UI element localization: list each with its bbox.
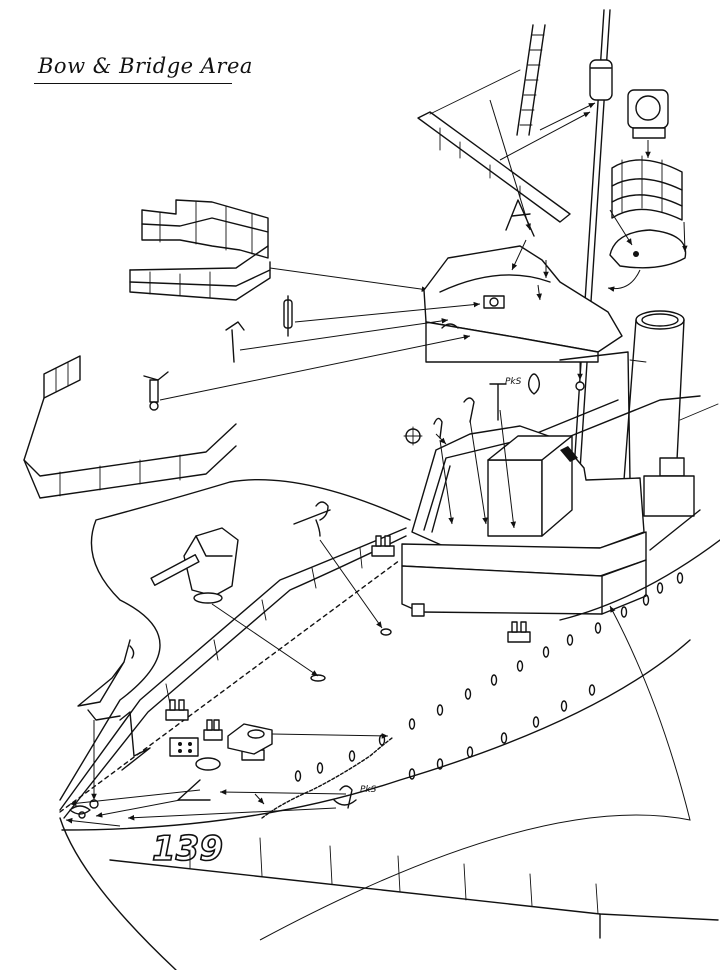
- lower-bridge-screen-exploded: [24, 356, 236, 498]
- voice-pipe-icon: [434, 418, 442, 438]
- aft-superstructure: [520, 352, 718, 550]
- diagram-title: Bow & Bridge Area: [38, 54, 253, 78]
- portholes: [296, 573, 683, 781]
- bow-arrows: [66, 790, 200, 826]
- hull-number: 139: [152, 829, 223, 869]
- funnel: [624, 311, 684, 480]
- forecastle-deck: [60, 480, 410, 818]
- bridge-windscreen-exploded: [130, 200, 428, 300]
- mast-ladder: [517, 25, 545, 135]
- binnacle-icon: [284, 296, 480, 336]
- title-underline: [34, 83, 232, 84]
- searchlight-platform: [608, 156, 688, 292]
- pelorus-icon: [144, 334, 470, 410]
- anchor-icon: PkS: [128, 785, 377, 821]
- pks-label-lower: PkS: [360, 785, 377, 795]
- pks-label-upper: PkS: [505, 377, 522, 387]
- upper-bridge-deck: [424, 200, 622, 390]
- anchor-chain: [255, 738, 392, 818]
- deck-gun: [151, 528, 325, 681]
- telegraph-icon: [464, 398, 474, 422]
- pks-gear-icon: [490, 384, 506, 420]
- hull: 139: [60, 540, 720, 970]
- bridge-fittings: PkS: [404, 374, 539, 445]
- mast-arrows: [490, 100, 595, 230]
- lamp-icon: [529, 374, 540, 394]
- chart-table-icon: [226, 318, 448, 362]
- windlass-icon: [228, 724, 388, 754]
- yard-arm: [418, 70, 570, 222]
- searchlight-icon: [628, 90, 668, 158]
- mast-lamp-icon: [590, 60, 612, 100]
- gun-fitting: [294, 502, 391, 635]
- cable-holder-icon: [170, 738, 220, 770]
- bollard-icon: [508, 622, 530, 642]
- mast: [574, 10, 612, 470]
- bollard-icon: [372, 536, 394, 556]
- bollard-icon: [166, 700, 188, 720]
- bollard-icon: [204, 720, 222, 740]
- bridge-structure: [402, 410, 646, 616]
